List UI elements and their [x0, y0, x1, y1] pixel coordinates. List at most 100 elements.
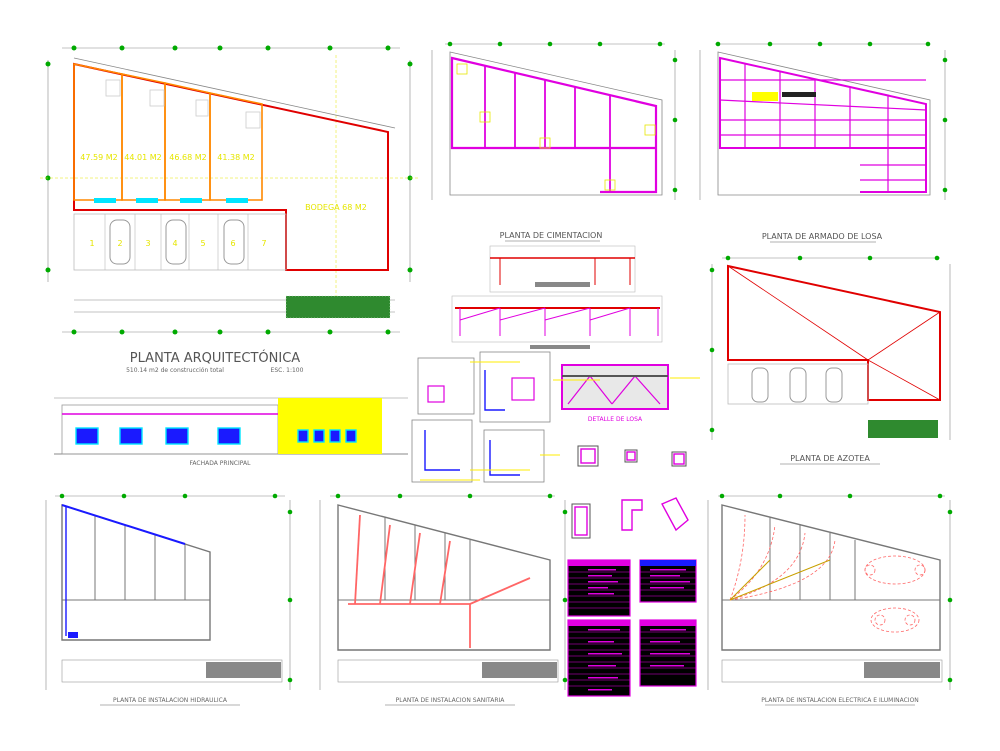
elec-circuits — [729, 514, 926, 633]
plan-electrica: PLANTA DE INSTALACION ELECTRICA E ILUMIN… — [707, 493, 953, 706]
column-rebar — [574, 448, 689, 536]
azotea-dimension-lines — [711, 257, 951, 440]
arq-garden-texture — [285, 295, 391, 319]
cim-dimension-lines — [431, 43, 676, 200]
fachada-yellow-wall — [278, 398, 382, 454]
legend-header-3 — [568, 620, 630, 626]
arq-parking-dividers — [104, 214, 249, 270]
legend-header-4 — [640, 620, 696, 626]
elevation-fachada: FACHADA PRINCIPAL — [54, 397, 408, 467]
hid-dimension-lines — [45, 495, 291, 690]
cim-footings — [456, 63, 656, 191]
san-street — [337, 659, 559, 683]
arq-scale: ESC. 1:100 — [271, 367, 304, 374]
plan-azotea: PLANTA DE AZOTEA — [709, 255, 951, 465]
plan-sanitaria: PLANTA DE INSTALACION SANITARIA — [319, 493, 568, 706]
title-planta-armado-losa: PLANTA DE ARMADO DE LOSA — [762, 232, 883, 241]
hid-street — [61, 659, 283, 683]
detail-rebar-blue — [424, 370, 520, 476]
elec-dimension-lines — [707, 495, 951, 690]
detail-losa-truss — [567, 375, 661, 405]
column-sections — [571, 445, 687, 539]
legend-table-3 — [567, 619, 631, 697]
title-planta-arquitectonica: PLANTA ARQUITECTÓNICA — [130, 350, 301, 366]
arq-dimension-ticks — [45, 45, 413, 335]
detail-losa-box — [561, 364, 669, 410]
arq-garden — [286, 296, 390, 318]
legend-header-1 — [568, 560, 630, 566]
azotea-cars — [751, 367, 843, 403]
arq-axes — [40, 55, 420, 300]
azotea-garden — [868, 420, 938, 438]
detail-sections — [411, 351, 551, 483]
hid-walls — [61, 504, 211, 641]
arq-rooms — [73, 63, 263, 201]
title-detalle-losa: DETALLE DE LOSA — [588, 416, 643, 423]
detail-leaders — [420, 361, 700, 481]
elec-garden — [864, 662, 940, 678]
section-label-bar — [535, 282, 590, 287]
arq-windows — [94, 198, 248, 203]
plan-cimentacion: PLANTA DE CIMENTACION — [431, 41, 678, 242]
azotea-parking — [727, 363, 869, 405]
arq-parking-numbers: 1 2 3 4 5 6 7 — [89, 239, 266, 248]
elec-feeders — [729, 559, 831, 601]
title-planta-azotea: PLANTA DE AZOTEA — [790, 454, 870, 463]
title-planta-sanitaria: PLANTA DE INSTALACION SANITARIA — [396, 697, 506, 704]
arq-room-areas: 47.59 M2 44.01 M2 46.68 M2 41.38 M2 BODE… — [80, 153, 367, 212]
losa-detail-box — [752, 92, 778, 101]
arq-dimension-lines — [47, 47, 411, 333]
detail-rebar-magenta — [427, 377, 535, 403]
losa-outline — [717, 51, 931, 196]
san-drain-lines — [348, 514, 531, 648]
san-ticks — [335, 493, 568, 683]
section-1-columns — [499, 258, 631, 285]
hid-garden — [206, 662, 281, 678]
construction-details: DETALLE DE LOSA — [411, 351, 700, 539]
bodega-area: BODEGA 68 M2 — [305, 203, 367, 212]
section-label-bar-2 — [530, 345, 590, 349]
legend-header-2 — [640, 560, 696, 566]
parking-number-2: 2 — [117, 239, 122, 248]
azotea-ticks — [709, 255, 940, 433]
title-planta-cimentacion: PLANTA DE CIMENTACION — [500, 231, 603, 240]
cim-outline — [449, 51, 663, 196]
arq-roof-edge — [73, 57, 396, 129]
section-2-frame — [451, 295, 663, 343]
elec-street — [721, 659, 943, 683]
title-planta-hidraulica: PLANTA DE INSTALACION HIDRAULICA — [113, 697, 228, 704]
parking-number-1: 1 — [89, 239, 94, 248]
fachada-windows — [75, 427, 357, 445]
room-area-1: 47.59 M2 — [80, 153, 117, 162]
hid-ticks — [59, 493, 293, 683]
legend-tables — [567, 559, 697, 697]
hid-partitions — [62, 516, 210, 601]
section-1-frame — [489, 245, 636, 293]
room-area-4: 41.38 M2 — [217, 153, 254, 162]
cim-foundation-beams — [450, 56, 658, 194]
elec-walls — [721, 504, 941, 651]
legend-text-bars — [588, 569, 690, 691]
hid-cistern — [68, 632, 78, 638]
hid-water-line — [61, 504, 186, 545]
cim-ticks — [447, 41, 678, 193]
losa-dimension-lines — [699, 43, 946, 200]
losa-note-box — [782, 92, 816, 97]
room-area-2: 44.01 M2 — [124, 153, 161, 162]
elec-ticks — [719, 493, 953, 683]
arq-subtitle: 510.14 m2 de construcción total — [126, 367, 224, 374]
losa-reinforcement — [719, 64, 927, 192]
plan-armado-losa: PLANTA DE ARMADO DE LOSA — [699, 41, 948, 243]
elec-partitions — [722, 517, 940, 601]
parking-number-5: 5 — [200, 239, 205, 248]
arq-cars — [109, 219, 245, 265]
losa-perimeter — [719, 56, 927, 193]
parking-number-3: 3 — [145, 239, 150, 248]
arq-parking — [73, 213, 287, 271]
section-2-trusses — [459, 307, 659, 336]
losa-ticks — [715, 41, 948, 193]
title-fachada-principal: FACHADA PRINCIPAL — [190, 460, 252, 467]
san-partitions — [338, 517, 550, 601]
parking-number-6: 6 — [230, 239, 235, 248]
